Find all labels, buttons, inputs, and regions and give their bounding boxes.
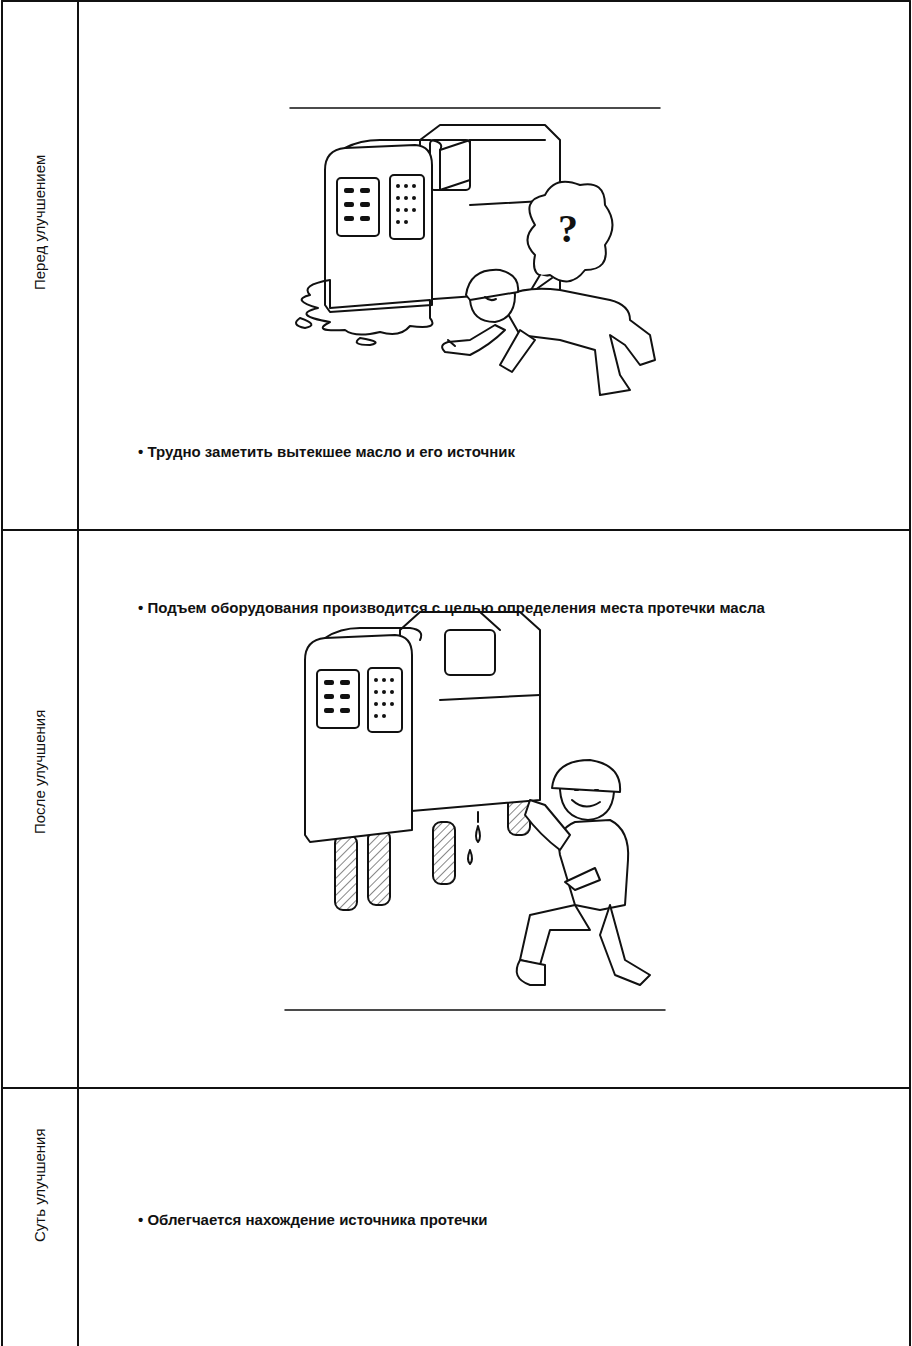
- before-scene: [290, 108, 660, 395]
- table-row: Перед улучшением • Трудно заметить вытекш…: [0, 0, 912, 530]
- table-row: После улучшения • Подъем оборудования про…: [0, 530, 912, 1088]
- row-heading: После улучшения: [30, 784, 50, 834]
- question-mark: ?: [558, 207, 578, 251]
- table-row: Суть улучшения • Облегчается нахождение и…: [0, 1088, 912, 1346]
- bullet-text: • Трудно заметить вытекшее масло и его и…: [138, 442, 515, 462]
- row-heading: Перед улучшением: [30, 240, 50, 290]
- after-scene: [285, 612, 665, 1010]
- row-heading: Суть улучшения: [30, 1192, 50, 1242]
- bullet-text: • Подъем оборудования производится с цел…: [138, 598, 765, 618]
- bullet-text: • Облегчается нахождение источника проте…: [138, 1210, 487, 1230]
